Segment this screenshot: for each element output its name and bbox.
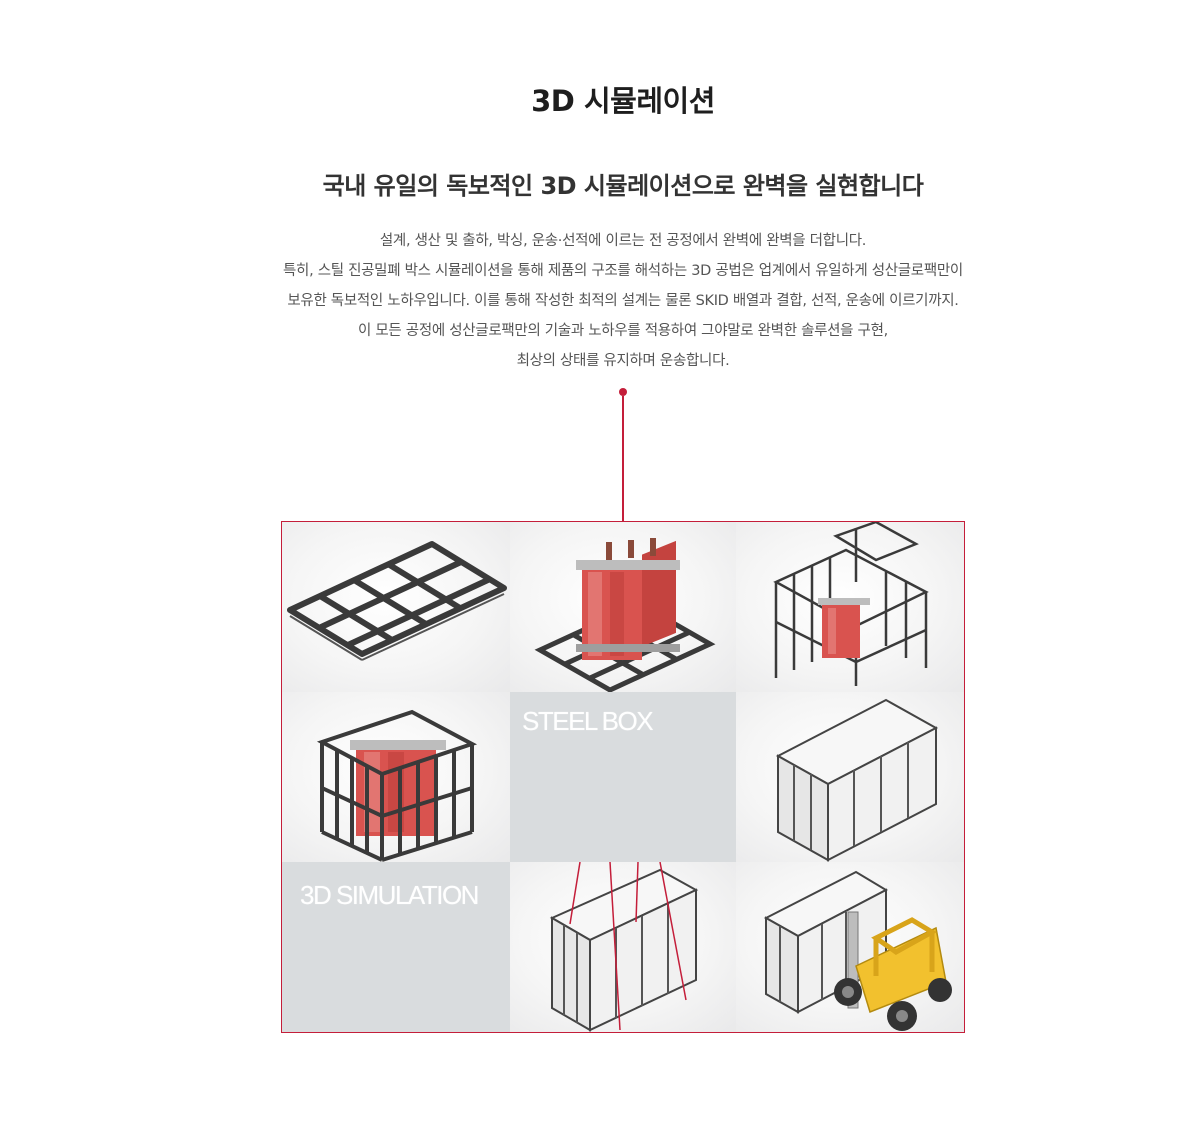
description-line: 최상의 상태를 유지하며 운송합니다. (516, 353, 730, 369)
image-skid-frame (282, 522, 510, 692)
image-caged-transformer (282, 692, 510, 862)
section-subtitle: 국내 유일의 독보적인 3D 시뮬레이션으로 완벽을 실현합니다 (322, 172, 924, 200)
label-tile-3d-simulation: 3D SIMULATION (282, 862, 510, 1032)
description-line: 보유한 독보적인 노하우입니다. 이를 통해 작성한 최적의 설계는 물론 SK… (287, 293, 959, 309)
page-title: 3D 시뮬레이션 (531, 84, 715, 118)
image-forklift-box (736, 862, 964, 1032)
connector-line (622, 396, 624, 522)
connector-dot (619, 388, 627, 396)
description-line: 특히, 스틸 진공밀폐 박스 시뮬레이션을 통해 제품의 구조를 해석하는 3D… (283, 263, 963, 279)
description-line: 설계, 생산 및 출하, 박싱, 운송·선적에 이르는 전 공정에서 완벽에 완… (379, 233, 867, 249)
simulation-label: 3D SIMULATION (300, 880, 479, 910)
description-line: 이 모든 공정에 성산글로팩만의 기술과 노하우를 적용하여 그야말로 완벽한 … (358, 323, 888, 339)
image-transformer-on-skid (510, 522, 736, 692)
image-lifting-box (510, 862, 736, 1032)
image-steel-box (736, 692, 964, 862)
steel-box-label: STEEL BOX (522, 706, 654, 736)
simulation-grid: STEEL BOX 3D SIMULATION (281, 521, 965, 1033)
image-frame-assembly (736, 522, 964, 692)
description-text: 설계, 생산 및 출하, 박싱, 운송·선적에 이르는 전 공정에서 완벽에 완… (150, 226, 1096, 376)
label-tile-steel-box: STEEL BOX (510, 692, 736, 862)
